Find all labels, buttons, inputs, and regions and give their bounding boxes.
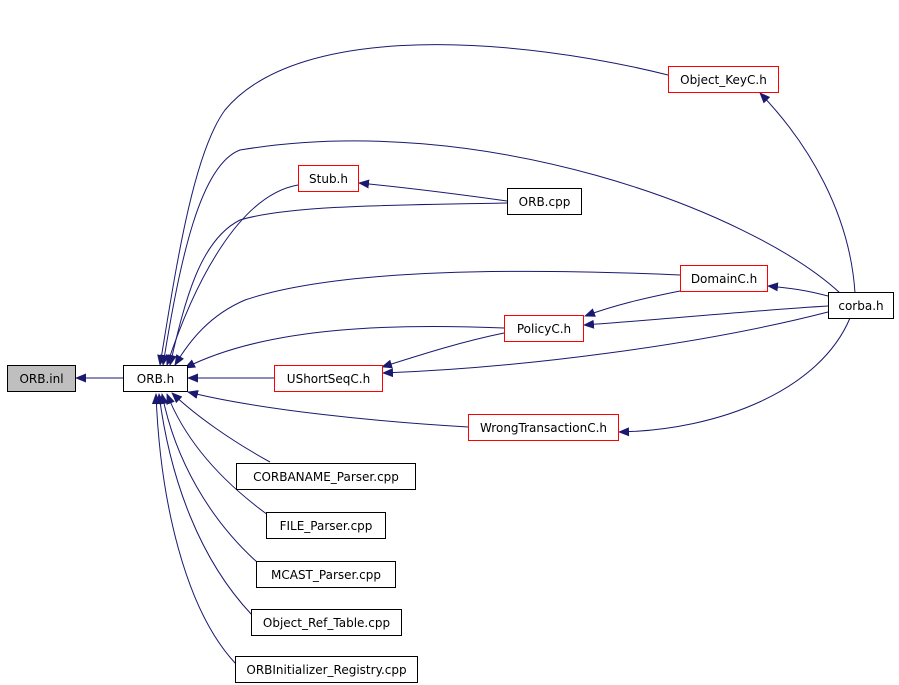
- edge-corbaname-to-orb-h: [171, 392, 271, 463]
- edge-object-keyc-to-orb-h: [157, 44, 669, 366]
- node-orbinitializer-registry-cpp[interactable]: ORBInitializer_Registry.cpp: [235, 656, 418, 683]
- edge-corba-to-domainc: [767, 282, 829, 297]
- node-domainc-h[interactable]: DomainC.h: [680, 265, 768, 292]
- node-object-ref-table-cpp[interactable]: Object_Ref_Table.cpp: [251, 609, 402, 636]
- node-object-keyc-h[interactable]: Object_KeyC.h: [668, 66, 779, 93]
- node-corbaname-parser-cpp[interactable]: CORBANAME_Parser.cpp: [236, 463, 416, 490]
- edge-orb-cpp-to-stub: [358, 179, 508, 202]
- edge-stub-to-orb-h: [165, 184, 299, 366]
- edge-object-ref-table-to-orb-h: [155, 393, 253, 616]
- node-corba-h[interactable]: corba.h: [828, 292, 894, 319]
- edge-corba-to-wrongtransactionc: [618, 317, 851, 437]
- edge-mcast-parser-to-orb-h: [159, 393, 259, 564]
- edge-domainc-to-policyc: [584, 290, 681, 317]
- node-file-parser-cpp[interactable]: FILE_Parser.cpp: [266, 512, 386, 539]
- node-orb-h[interactable]: ORB.h: [123, 365, 188, 392]
- edge-file-parser-to-orb-h: [166, 393, 269, 516]
- node-policyc-h[interactable]: PolicyC.h: [504, 315, 584, 342]
- edge-orbinitializer-registry-to-orb-h: [151, 393, 237, 665]
- edge-orb-cpp-to-orb-h: [167, 202, 508, 366]
- edge-corba-to-policyc: [583, 305, 829, 329]
- node-ushortseqc-h[interactable]: UShortSeqC.h: [274, 365, 383, 392]
- edge-corba-to-orb-h: [160, 140, 841, 366]
- node-orb-cpp[interactable]: ORB.cpp: [507, 188, 582, 215]
- node-stub-h[interactable]: Stub.h: [298, 165, 359, 192]
- edge-wrongtransactionc-to-orb-h: [187, 390, 469, 428]
- edge-corba-to-object-keyc: [759, 92, 856, 294]
- edge-domainc-to-orb-h: [174, 270, 681, 366]
- edge-corba-to-ushortseqc: [382, 311, 829, 378]
- edge-policyc-to-orb-h: [184, 325, 505, 369]
- node-wrongtransactionc-h[interactable]: WrongTransactionC.h: [468, 414, 619, 441]
- node-orb-inl: ORB.inl: [7, 365, 76, 392]
- node-mcast-parser-cpp[interactable]: MCAST_Parser.cpp: [256, 561, 396, 588]
- edge-policyc-to-ushortseqc: [381, 332, 505, 369]
